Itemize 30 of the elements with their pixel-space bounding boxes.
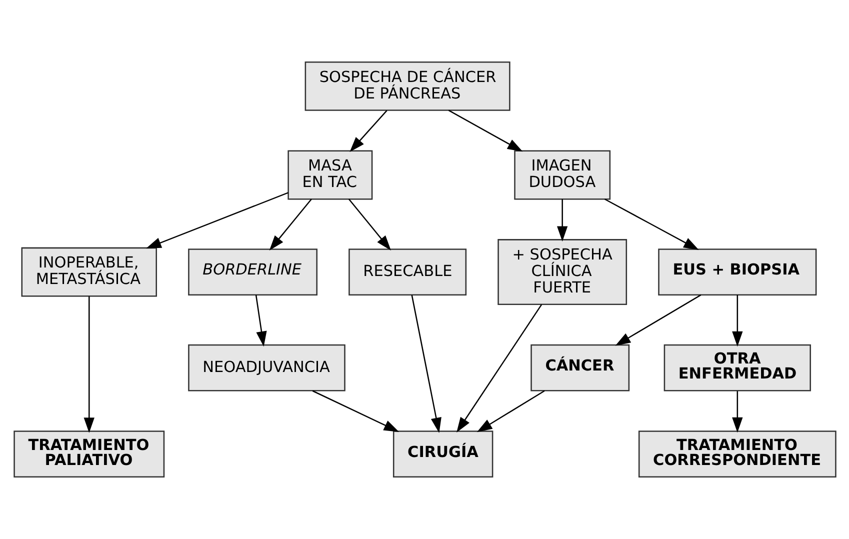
node-box: TRATAMIENTO CORRESPONDIENTE: [638, 430, 836, 478]
node-box: SOSPECHA DE CÁNCER DE PÁNCREAS: [304, 61, 510, 111]
node-box: CIRUGÍA: [392, 430, 493, 478]
arrow: [83, 296, 94, 433]
node-box: RESECABLE: [348, 248, 466, 296]
arrow: [732, 294, 742, 347]
node-box: BORDERLINE: [188, 248, 317, 296]
arrow: [456, 304, 542, 433]
node-box: OTRA ENFERMEDAD: [663, 344, 810, 392]
arrow: [476, 390, 544, 432]
arrow: [556, 199, 568, 242]
node-box: TRATAMIENTO PALIATIVO: [13, 430, 164, 478]
arrow: [614, 294, 701, 346]
arrow: [604, 198, 698, 250]
arrow: [268, 198, 312, 251]
arrow: [349, 110, 387, 152]
arrow: [732, 391, 742, 433]
node-box: CÁNCER: [530, 344, 630, 392]
arrow: [312, 390, 399, 432]
node-box: MASA EN TAC: [287, 150, 372, 200]
arrow: [254, 294, 266, 347]
node-box: EUS + BIOPSIA: [658, 248, 816, 296]
node-box: INOPERABLE, METASTÁSICA: [20, 247, 156, 297]
node-box: IMAGEN DUDOSA: [514, 150, 610, 200]
arrow: [348, 198, 391, 251]
node-box: + SOSPECHA CLÍNICA FUERTE: [497, 239, 627, 306]
arrow: [448, 110, 522, 152]
node-box: NEOADJUVANCIA: [188, 344, 345, 392]
arrow: [410, 294, 441, 433]
arrow: [146, 192, 288, 248]
